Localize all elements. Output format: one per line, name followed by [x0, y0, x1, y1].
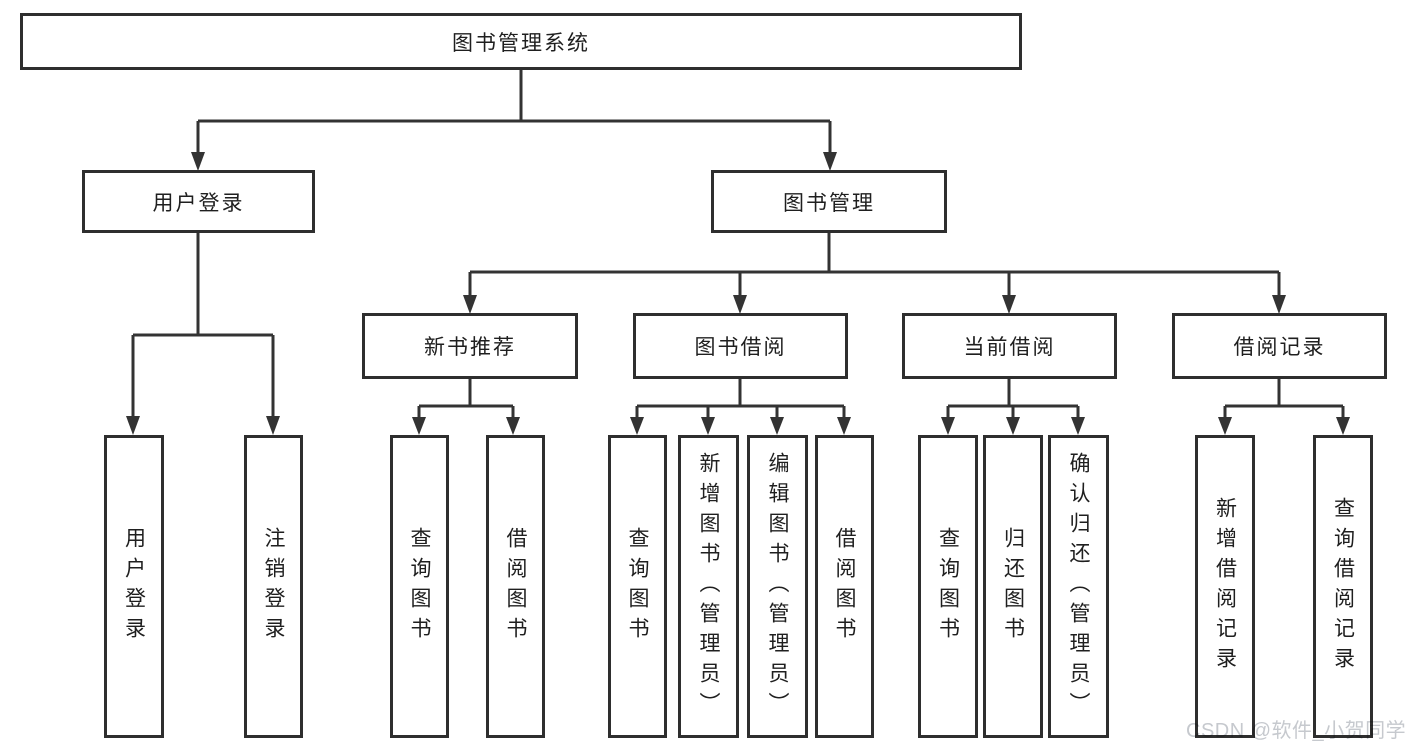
- leaf-return-books: 归还图书: [983, 435, 1043, 738]
- connector-root-to-level2: [191, 70, 837, 171]
- leaf-user-login: 用户登录: [104, 435, 164, 738]
- leaf-edit-book-admin: 编辑图书（管理员）: [747, 435, 808, 738]
- arrow-down-icon: [1006, 417, 1020, 435]
- node-label: 借阅记录: [1233, 336, 1326, 359]
- arrow-down-icon: [412, 417, 426, 435]
- node-book-borrowing: 图书借阅: [633, 313, 848, 379]
- connector-book-management-to-level3: [463, 233, 1286, 314]
- node-label: 图书管理: [783, 191, 875, 215]
- arrow-down-icon: [126, 416, 140, 435]
- node-label: 借阅图书: [504, 526, 527, 647]
- leaf-logout: 注销登录: [244, 435, 303, 738]
- leaf-add-book-admin: 新增图书（管理员）: [678, 435, 739, 738]
- node-label: 查询借阅记录: [1331, 496, 1355, 677]
- node-label: 借阅图书: [833, 526, 856, 647]
- arrow-down-icon: [266, 416, 280, 435]
- leaf-confirm-return-admin: 确认归还（管理员）: [1048, 435, 1109, 738]
- node-label: 图书借阅: [694, 336, 787, 359]
- watermark: CSDN @软件_小贺同学: [1186, 720, 1405, 742]
- arrow-down-icon: [733, 295, 747, 314]
- node-new-book-recommendation: 新书推荐: [362, 313, 578, 379]
- node-label: 确认归还（管理员）: [1067, 451, 1090, 722]
- connector-borrow-records-to-leaves: [1218, 379, 1350, 435]
- node-label: 注销登录: [262, 526, 285, 647]
- leaf-query-books-current: 查询图书: [918, 435, 978, 738]
- arrow-down-icon: [1272, 295, 1286, 314]
- node-borrowing-records: 借阅记录: [1172, 313, 1387, 379]
- node-label: 新增借阅记录: [1213, 496, 1237, 677]
- node-label: 图书管理系统: [452, 31, 590, 55]
- connector-new-book-to-leaves: [412, 379, 520, 435]
- leaf-query-books-borrow: 查询图书: [608, 435, 667, 738]
- arrow-down-icon: [463, 295, 477, 314]
- arrow-down-icon: [701, 417, 715, 435]
- node-book-management: 图书管理: [711, 170, 947, 233]
- arrow-down-icon: [1002, 295, 1016, 314]
- leaf-query-books-recommend: 查询图书: [390, 435, 449, 738]
- node-label: 新书推荐: [424, 336, 516, 359]
- leaf-query-borrow-record: 查询借阅记录: [1313, 435, 1373, 738]
- node-label: 用户登录: [152, 191, 245, 215]
- node-current-borrowing: 当前借阅: [902, 313, 1117, 379]
- connector-book-borrow-to-leaves: [630, 379, 851, 435]
- node-library-management-system: 图书管理系统: [20, 13, 1022, 70]
- node-label: 编辑图书（管理员）: [766, 451, 789, 722]
- arrow-down-icon: [191, 152, 205, 171]
- node-label: 新增图书（管理员）: [697, 451, 720, 722]
- leaf-borrow-books: 借阅图书: [815, 435, 874, 738]
- leaf-add-borrow-record: 新增借阅记录: [1195, 435, 1255, 738]
- node-user-login: 用户登录: [82, 170, 315, 233]
- node-label: 当前借阅: [963, 336, 1056, 359]
- arrow-down-icon: [770, 417, 784, 435]
- arrow-down-icon: [941, 417, 955, 435]
- node-label: 查询图书: [936, 526, 960, 647]
- arrow-down-icon: [1336, 417, 1350, 435]
- node-label: 查询图书: [626, 526, 649, 647]
- arrow-down-icon: [823, 152, 837, 171]
- arrow-down-icon: [630, 417, 644, 435]
- connector-current-borrow-to-leaves: [941, 379, 1085, 435]
- node-label: 查询图书: [408, 526, 431, 647]
- leaf-borrow-books-recommend: 借阅图书: [486, 435, 545, 738]
- node-label: 归还图书: [1001, 526, 1025, 647]
- arrow-down-icon: [837, 417, 851, 435]
- arrow-down-icon: [1071, 417, 1085, 435]
- node-label: 用户登录: [122, 526, 146, 647]
- arrow-down-icon: [506, 417, 520, 435]
- arrow-down-icon: [1218, 417, 1232, 435]
- connector-user-login-to-leaves: [126, 233, 280, 435]
